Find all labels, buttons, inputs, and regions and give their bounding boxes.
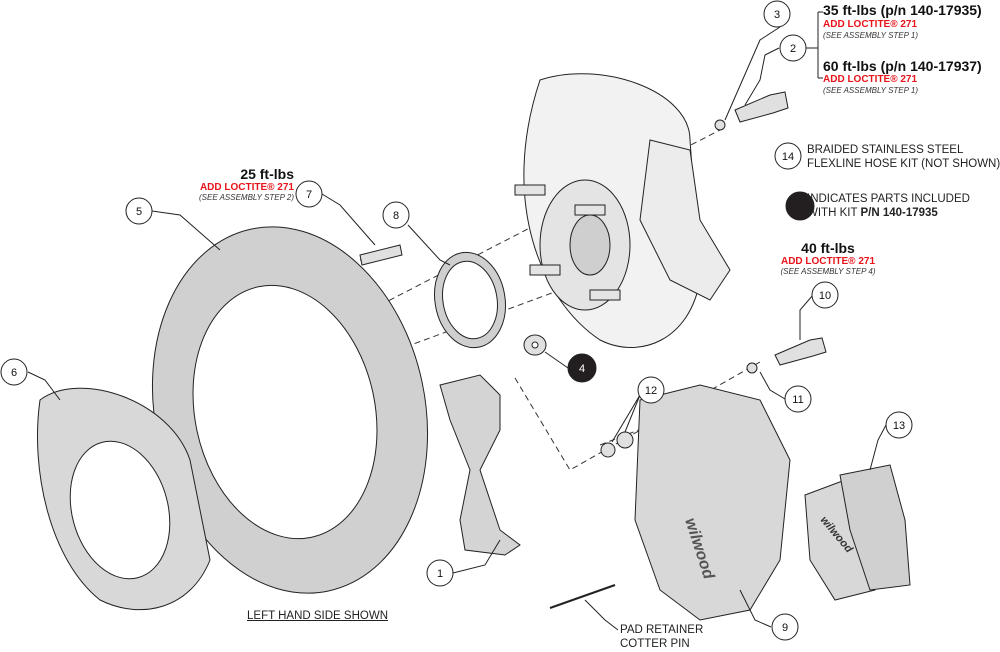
callout-6: 6 <box>0 358 28 386</box>
leader-lines <box>27 11 887 631</box>
callout-14: 14 <box>774 142 802 170</box>
caliper-bracket <box>439 374 521 556</box>
torque-hub-b: 60 ft-lbs (p/n 140-17937) <box>823 58 982 74</box>
callout-10: 10 <box>811 281 839 309</box>
side-shown-label: LEFT HAND SIDE SHOWN <box>247 610 388 622</box>
svg-text:1: 1 <box>437 568 443 580</box>
hose-kit-note: BRAIDED STAINLESS STEEL FLEXLINE HOSE KI… <box>807 143 1000 171</box>
svg-text:9: 9 <box>782 622 788 634</box>
cotter-pin-label: PAD RETAINER COTTER PIN <box>620 623 703 651</box>
see-step-note: (SEE ASSEMBLY STEP 2) <box>198 193 294 202</box>
callout-8: 8 <box>382 201 410 229</box>
torque-caliper: 40 ft-lbs <box>801 240 855 256</box>
callout-3: 3 <box>763 0 791 28</box>
svg-text:7: 7 <box>306 189 312 201</box>
callout-11: 11 <box>784 385 812 413</box>
svg-text:13: 13 <box>893 420 905 432</box>
callout-4-included: 4 <box>567 353 597 383</box>
included-marker-icon <box>785 191 815 221</box>
svg-text:14: 14 <box>782 151 794 163</box>
callout-5: 5 <box>125 197 153 225</box>
torque-hub-a: 35 ft-lbs (p/n 140-17935) <box>823 2 982 18</box>
svg-text:4: 4 <box>579 363 585 375</box>
loctite-note: ADD LOCTITE® 271 <box>780 256 876 267</box>
spindle <box>639 139 731 301</box>
loctite-note: ADD LOCTITE® 271 <box>199 182 294 193</box>
svg-text:3: 3 <box>774 9 780 21</box>
kit-part-number: P/N 140-17935 <box>860 207 938 219</box>
svg-text:6: 6 <box>11 367 17 379</box>
callout-9: 9 <box>771 613 799 641</box>
callout-7: 7 <box>295 180 323 208</box>
torque-rotor-block: 25 ft-lbs ADD LOCTITE® 271 (SEE ASSEMBLY… <box>190 166 294 202</box>
see-step-note: (SEE ASSEMBLY STEP 1) <box>823 31 919 40</box>
hose-kit-line1: BRAIDED STAINLESS STEEL <box>807 144 964 156</box>
svg-text:10: 10 <box>819 290 831 302</box>
brake-pad-outer <box>839 464 911 591</box>
wheel-studs <box>514 184 621 301</box>
included-line2: WITH KIT <box>807 207 861 219</box>
svg-text:2: 2 <box>790 43 796 55</box>
pin-line2: COTTER PIN <box>620 638 690 650</box>
torque-caliper-block: 40 ft-lbs ADD LOCTITE® 271 (SEE ASSEMBLY… <box>778 240 878 276</box>
callout-1: 1 <box>426 559 454 587</box>
callout-2: 2 <box>779 34 807 62</box>
hose-kit-line2: FLEXLINE HOSE KIT (NOT SHOWN) <box>807 158 1000 170</box>
caliper <box>634 384 791 621</box>
included-parts-note: INDICATES PARTS INCLUDED WITH KIT P/N 14… <box>807 192 970 220</box>
torque-rotor: 25 ft-lbs <box>240 166 294 182</box>
loctite-note: ADD LOCTITE® 271 <box>823 74 918 85</box>
svg-text:8: 8 <box>393 210 399 222</box>
pin-line1: PAD RETAINER <box>620 624 704 636</box>
see-step-note: (SEE ASSEMBLY STEP 4) <box>780 267 876 276</box>
included-line1: INDICATES PARTS INCLUDED <box>807 193 970 205</box>
svg-text:5: 5 <box>136 206 142 218</box>
callout-13: 13 <box>885 411 913 439</box>
callout-12: 12 <box>637 376 665 404</box>
svg-text:12: 12 <box>645 385 657 397</box>
see-step-note: (SEE ASSEMBLY STEP 1) <box>823 86 919 95</box>
svg-text:11: 11 <box>792 394 803 406</box>
loctite-note: ADD LOCTITE® 271 <box>823 19 918 30</box>
